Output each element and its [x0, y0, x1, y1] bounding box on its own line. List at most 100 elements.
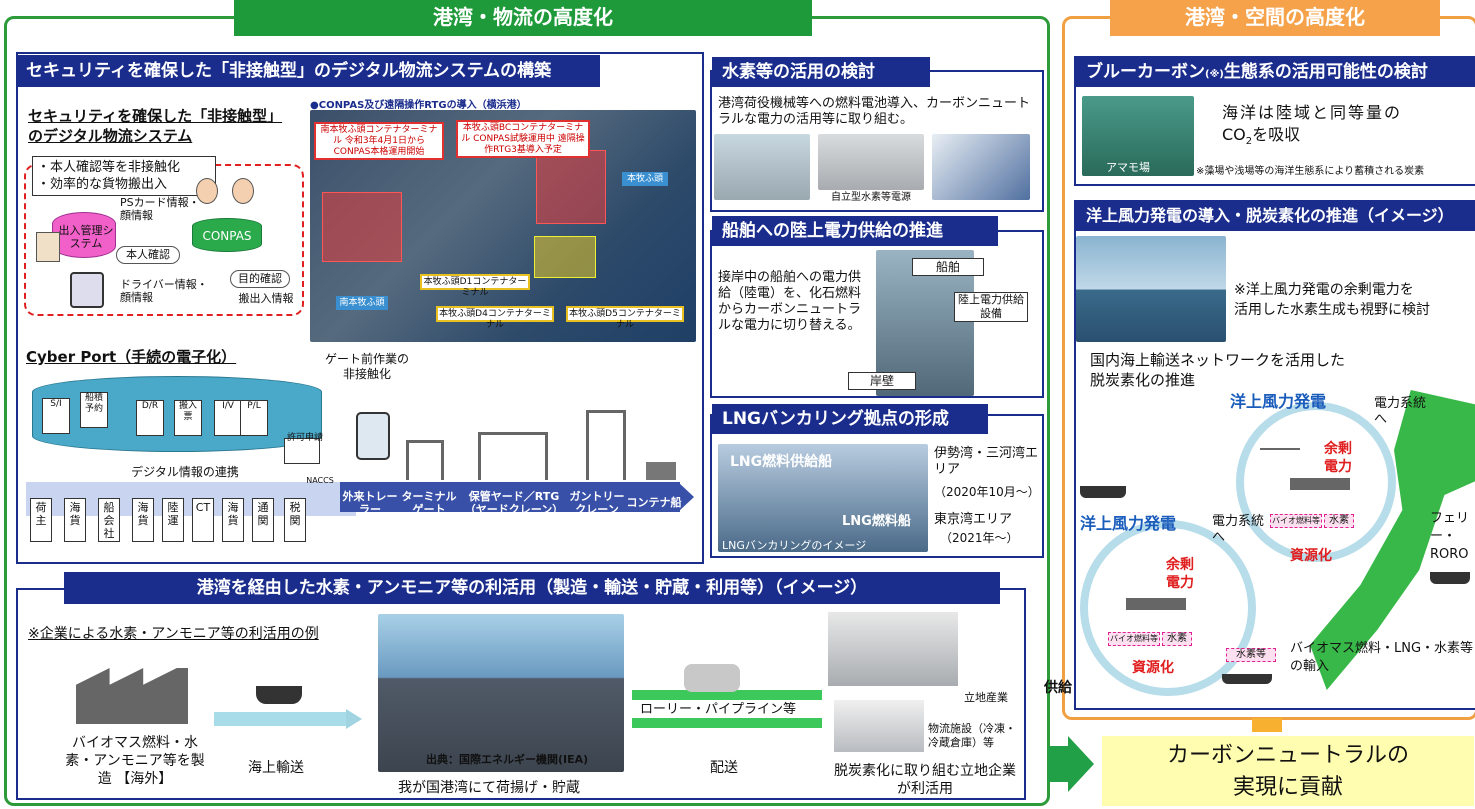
seagrass-photo — [1082, 96, 1194, 176]
step-utilize: 脱炭素化に取り組む立地企業が利活用 — [834, 763, 1016, 797]
crane-photo — [714, 134, 810, 200]
step-delivery: 配送 — [710, 760, 738, 776]
grid-label-lower: 電力系統へ — [1212, 514, 1265, 545]
digital-link-label: デジタル情報の連携 — [60, 464, 310, 480]
doc-carry-in: 搬入票 — [174, 400, 202, 436]
h2-tag-upper: 水素 — [1324, 514, 1354, 528]
route-label: ローリー・パイプライン等 — [640, 702, 797, 718]
face-id-icon — [36, 232, 60, 262]
fuel-cell-truck-photo — [932, 134, 1030, 200]
lng-photo — [718, 444, 928, 552]
digital-subtitle-2: のデジタル物流システム — [28, 127, 193, 145]
purpose-check-pill: 目的確認 — [230, 270, 290, 288]
gantry-icon — [586, 410, 626, 480]
lng-photo-caption: LNGバンカリングのイメージ — [722, 539, 867, 552]
blue-carbon-text-1: 海洋は陸域と同等量の — [1222, 103, 1403, 122]
identity-check-pill: 本人確認 — [116, 246, 180, 264]
offshore-wind-title: 洋上風力発電の導入・脱炭素化の推進（イメージ） — [1076, 201, 1475, 231]
surplus-label-upper: 余剰電力 — [1324, 441, 1352, 475]
lng-title: LNGバンカリング拠点の形成 — [712, 404, 988, 434]
industry-label: 立地産業 — [964, 691, 1008, 704]
doc-pl: P/L — [240, 400, 268, 436]
map-box-d5: 本牧ふ頭D5コンテナターミナル — [566, 306, 684, 330]
seagrass-label: アマモ場 — [1106, 161, 1150, 174]
carbon-neutral-result: カーボンニュートラルの実現に貢献 — [1102, 736, 1474, 806]
resource-label-upper: 資源化 — [1290, 548, 1332, 564]
blue-carbon-text-2: CO2を吸収 — [1222, 125, 1301, 148]
ferry-roro-label: フェリー・RORO — [1430, 511, 1470, 562]
offshore-wind-photo — [1076, 236, 1226, 342]
step-manufacture: バイオマス燃料・水素・アンモニア等を製造 【海外】 — [65, 735, 205, 787]
stakeholder-ct: CT — [192, 498, 214, 542]
cycle-circle-lower — [1080, 520, 1256, 696]
bullet-box: ・本人確認等を非接触化 ・効率的な貨物搬出入 — [32, 156, 216, 196]
wind-label-upper: 洋上風力発電 — [1230, 392, 1327, 411]
shore-power-title: 船舶への陸上電力供給の推進 — [712, 216, 998, 246]
sea-transport-arrowhead — [346, 709, 362, 729]
wind-label-lower: 洋上風力発電 — [1080, 514, 1177, 533]
stakeholder-customs: 税関 — [284, 498, 306, 542]
label-shore-facility: 陸上電力供給設備 — [954, 292, 1028, 322]
industrial-plant-icon — [828, 612, 958, 686]
electrolyzer-icon-upper — [1290, 478, 1350, 490]
lng-area-2-date: （2021年〜） — [940, 531, 1019, 545]
delivery-arrow-upper — [632, 690, 822, 700]
conpas-label: CONPAS — [202, 229, 252, 243]
area-honmoku-bc — [536, 150, 606, 224]
electrolyzer-icon-lower — [1126, 598, 1186, 610]
permit-label: 許可申請 — [286, 433, 323, 443]
ps-card-label: PSカード情報・顔情報 — [120, 196, 200, 222]
cycle-circle-upper — [1236, 402, 1396, 562]
source-credit: 出典：国際エネルギー機関(IEA) — [426, 753, 589, 766]
ferry-ship-icon — [1430, 572, 1470, 584]
flow-trailer: 外来トレーラー — [342, 490, 398, 516]
access-system-label: 出入管理システム — [58, 224, 114, 250]
bullet-2: ・効率的な貨物搬出入 — [37, 177, 168, 192]
smartphone-icon — [70, 272, 104, 308]
map-label-honmoku: 本牧ふ頭 — [622, 172, 668, 186]
delivery-arrow-lower — [632, 718, 822, 728]
wind-note-1: ※洋上風力発電の余剰電力を — [1234, 282, 1414, 298]
factory-icon — [76, 668, 188, 724]
biofuel-tag-lower: バイオ燃料等 — [1108, 632, 1160, 646]
step-sea-transport: 海上輸送 — [248, 760, 304, 776]
ammonia-example: ※企業による水素・アンモニア等の利活用の例 — [28, 626, 319, 642]
resource-label-lower: 資源化 — [1132, 660, 1174, 676]
flow-ship: コンテナ船 — [626, 496, 682, 509]
stakeholder-customs-broker: 通関 — [252, 498, 274, 542]
stakeholder-shipping-line: 船会社 — [98, 498, 120, 542]
lng-area-1: 伊勢湾・三河湾エリア — [934, 446, 1039, 477]
biofuel-tag-upper: バイオ燃料等 — [1270, 514, 1322, 528]
hydrogen-title: 水素等の活用の検討 — [712, 57, 930, 87]
import-ship-icon — [1222, 674, 1272, 684]
digital-subtitle-1: セキュリティを確保した「非接触型」 — [28, 107, 283, 125]
lng-photo-label-2: LNG燃料船 — [842, 514, 911, 529]
sea-transport-arrow — [214, 712, 346, 726]
terminal-flow-bar — [340, 482, 680, 512]
operators-icon — [190, 176, 266, 246]
doc-iv: I/V — [214, 400, 242, 436]
lng-area-2: 東京湾エリア — [934, 512, 1013, 527]
gate-note: ゲート前作業の非接触化 — [324, 352, 409, 381]
hydrogen-generator-photo — [818, 134, 924, 190]
label-pier: 岸壁 — [848, 372, 916, 390]
port-storage-illustration — [378, 614, 624, 772]
result-connector — [1252, 718, 1282, 732]
coastal-ship-icon — [1080, 486, 1126, 498]
map-box-d1: 本牧ふ頭D1コンテナターミナル — [420, 274, 530, 298]
bullet-1: ・本人確認等を非接触化 — [37, 160, 181, 175]
doc-si: S/I — [42, 398, 70, 434]
blue-carbon-note: ※藻場や浅場等の海洋生態系により蓄積される炭素 — [1196, 166, 1425, 177]
lng-photo-label-1: LNG燃料供給船 — [730, 454, 833, 470]
surplus-label-lower: 余剰電力 — [1166, 557, 1194, 591]
blue-carbon-title: ブルーカーボン(※)生態系の活用可能性の検討 — [1076, 57, 1475, 87]
grid-label-upper: 電力系統へ — [1374, 396, 1427, 427]
stakeholder-forwarder-3: 海貨 — [222, 498, 244, 542]
stakeholder-forwarder-2: 海貨 — [132, 498, 154, 542]
map-box-minami-honmoku: 南本牧ふ頭コンテナターミナル 令和3年4月1日から CONPAS本格運用開始 — [314, 122, 444, 160]
network-text-2: 脱炭素化の推進 — [1090, 371, 1196, 389]
permit-monitor-icon — [284, 438, 320, 464]
wind-turbine-icon-upper — [1260, 420, 1300, 450]
map-caption: ●CONPAS及び遠隔操作RTGの導入（横浜港） — [310, 100, 527, 111]
flow-gantry: ガントリークレーン — [569, 490, 625, 516]
